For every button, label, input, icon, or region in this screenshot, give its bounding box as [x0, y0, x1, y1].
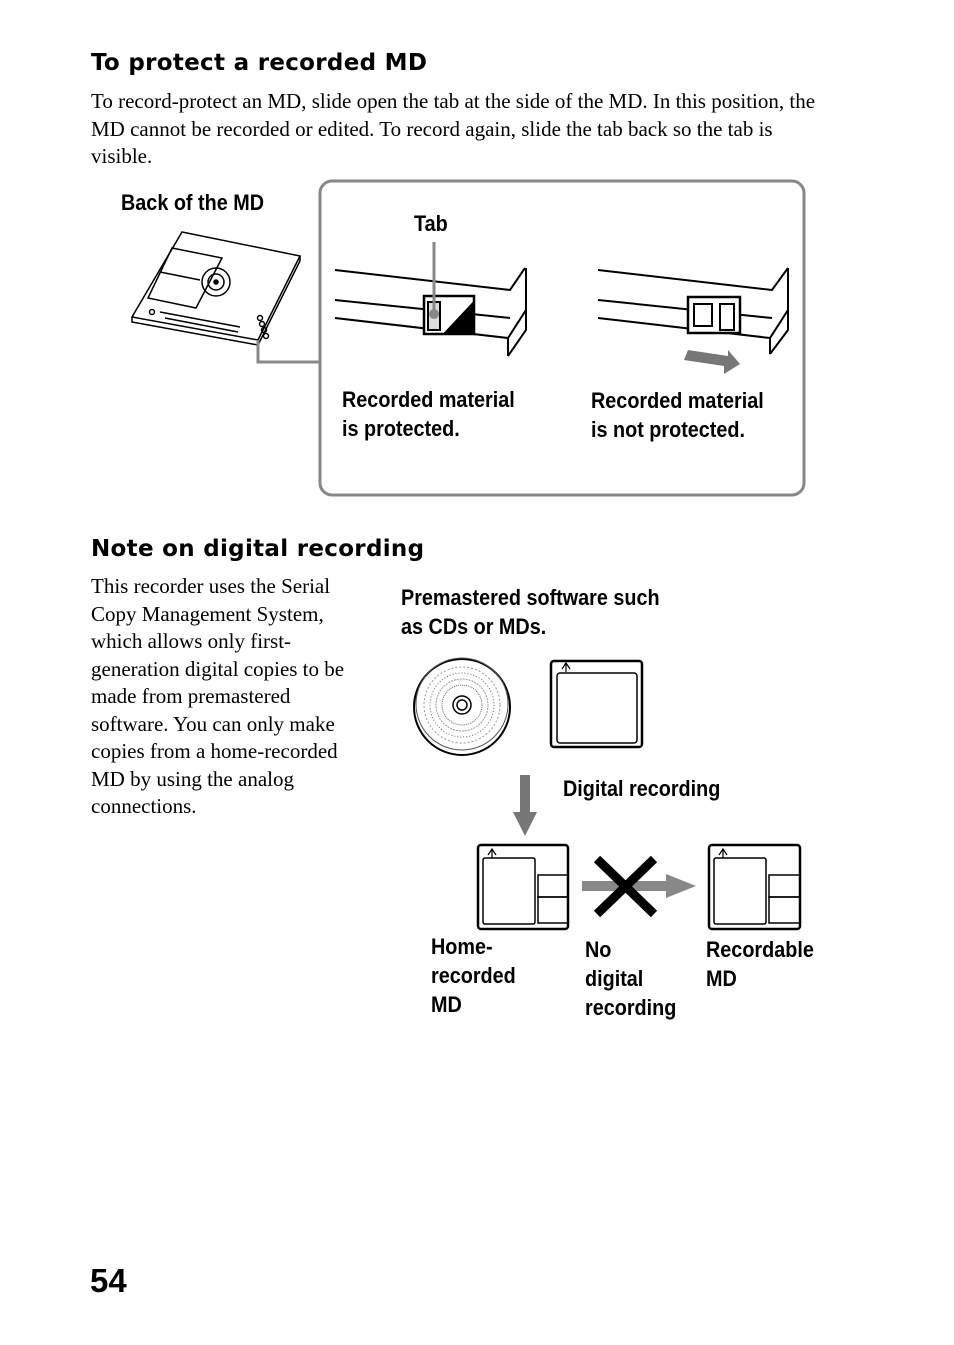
connector-line — [256, 340, 320, 364]
protect-instructions: To record-protect an MD, slide open the … — [91, 89, 816, 168]
label-digital-recording: Digital recording — [563, 776, 721, 801]
label-back-of-md: Back of the MD — [121, 190, 265, 215]
slide-arrow — [684, 350, 740, 374]
detail-panel — [318, 179, 806, 497]
home-recorded-md-icon — [476, 843, 570, 931]
premastered-md-icon — [549, 659, 644, 749]
tab-protected-icon — [334, 267, 527, 357]
digital-recording-note: This recorder uses the Serial Copy Manag… — [91, 574, 345, 818]
blocked-arrow — [582, 855, 696, 918]
label-not-protected: Recorded material is not protected. — [591, 388, 764, 442]
recordable-md-icon — [707, 843, 802, 931]
label-tab: Tab — [414, 211, 448, 236]
down-arrow — [513, 775, 537, 836]
label-no-digital-recording: No digital recording — [585, 937, 677, 1020]
label-home-recorded-md: Home- recorded MD — [431, 934, 516, 1017]
label-protected: Recorded material is protected. — [342, 387, 515, 441]
section-heading-digital: Note on digital recording — [91, 536, 425, 562]
cd-icon — [413, 657, 511, 756]
label-recordable-md: Recordable MD — [706, 937, 814, 991]
label-premastered: Premastered software such as CDs or MDs. — [401, 585, 660, 639]
page-number: 54 — [90, 1262, 127, 1299]
md-back-icon — [130, 231, 302, 346]
tab-unprotected-icon — [597, 267, 789, 355]
section-heading-protect: To protect a recorded MD — [91, 50, 428, 76]
